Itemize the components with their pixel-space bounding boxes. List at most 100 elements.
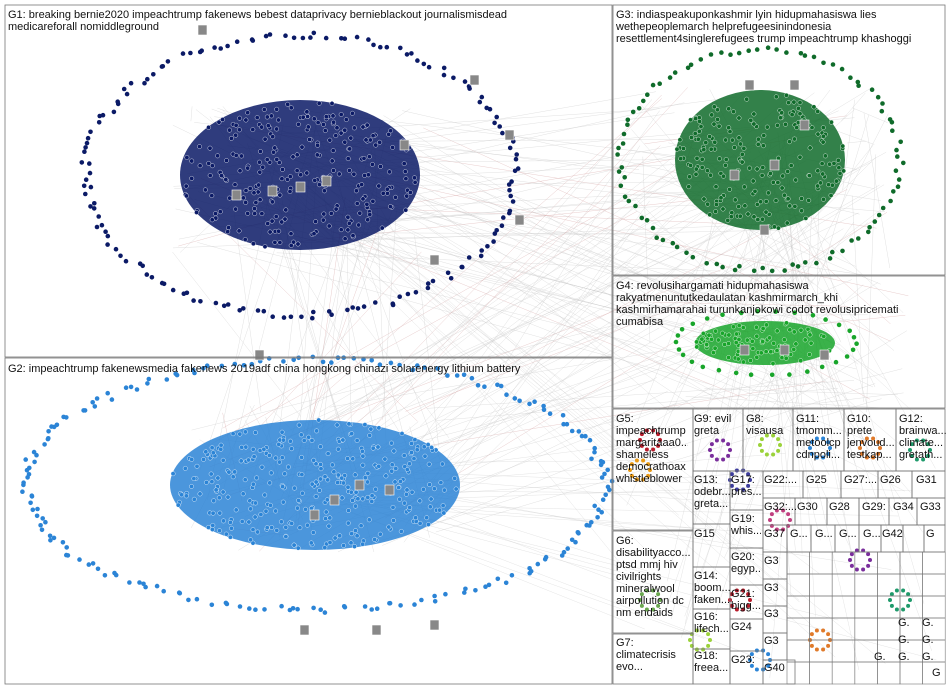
- g2-ring-node: [288, 608, 293, 613]
- g1-node: [388, 204, 392, 208]
- small-group-node: [810, 440, 814, 444]
- small-group-node: [721, 439, 725, 443]
- g1-node: [370, 162, 374, 166]
- g1-node: [356, 223, 360, 227]
- g1-node: [366, 218, 370, 222]
- g2-node: [274, 456, 278, 460]
- g3-ring-node: [640, 216, 645, 221]
- g2-node: [418, 521, 422, 525]
- g4-node: [722, 342, 726, 346]
- vertex-image: [430, 620, 439, 630]
- g4-node: [809, 341, 813, 345]
- g1-ring-node: [478, 100, 483, 105]
- g2-ring-node: [375, 606, 380, 611]
- g2-node: [326, 451, 330, 455]
- small-group-node: [928, 448, 932, 452]
- small-group-node: [750, 664, 754, 668]
- g2-ring-node: [40, 516, 45, 521]
- g2-node: [361, 454, 365, 458]
- group-box: [924, 525, 945, 552]
- g2-node: [314, 494, 318, 498]
- g3-node: [821, 140, 825, 144]
- g4-ring-node: [820, 365, 825, 370]
- g3-node: [689, 135, 693, 139]
- g3-ring-node: [898, 140, 903, 145]
- g1-node: [377, 184, 381, 188]
- g2-node: [211, 451, 215, 455]
- g2-node: [289, 447, 293, 451]
- small-group-node: [778, 443, 782, 447]
- group-box: [730, 651, 763, 684]
- g1-node: [215, 154, 219, 158]
- g4-ring-node: [734, 371, 739, 376]
- g1-ring-node: [283, 33, 288, 38]
- g3-node: [712, 105, 716, 109]
- g1-node: [246, 166, 250, 170]
- g1-ring-node: [446, 271, 451, 276]
- g1-ring-node: [289, 315, 294, 320]
- g3-node: [723, 138, 727, 142]
- g2-node: [228, 535, 232, 539]
- small-group-node: [781, 509, 785, 513]
- g2-node: [347, 422, 351, 426]
- small-group-node: [876, 452, 880, 456]
- g2-node: [284, 525, 288, 529]
- g2-node: [440, 462, 444, 466]
- g1-ring-node: [88, 204, 93, 209]
- small-group-node: [765, 434, 769, 438]
- g3-node: [804, 216, 808, 220]
- g3-ring-node: [626, 118, 631, 123]
- g1-node: [273, 146, 277, 150]
- g2-ring-node: [419, 598, 424, 603]
- g3-node: [713, 209, 717, 213]
- small-group-node: [815, 456, 819, 460]
- g3-node: [693, 116, 697, 120]
- g1-node: [288, 174, 292, 178]
- vertex-image: [740, 345, 749, 355]
- g3-node: [792, 100, 796, 104]
- g2-ring-node: [565, 422, 570, 427]
- g1-ring-node: [151, 72, 156, 77]
- g2-node: [356, 497, 360, 501]
- g2-ring-node: [462, 590, 467, 595]
- g1-ring-node: [226, 302, 231, 307]
- g2-ring-node: [432, 594, 437, 599]
- g1-ring-node: [225, 44, 230, 49]
- small-group-node: [890, 592, 894, 596]
- g2-node: [295, 506, 299, 510]
- g3-ring-node: [704, 261, 709, 266]
- small-group-node: [908, 598, 912, 602]
- g2-node: [346, 508, 350, 512]
- g2-node: [219, 443, 223, 447]
- g3-ring-node: [728, 52, 733, 57]
- small-group-node: [701, 648, 705, 652]
- g2-node: [227, 470, 231, 474]
- g2-node: [318, 477, 322, 481]
- g1-node: [266, 124, 270, 128]
- g2-node: [292, 543, 296, 547]
- g1-ring-node: [345, 308, 350, 313]
- g4-node: [764, 323, 768, 327]
- g1-ring-node: [493, 231, 498, 236]
- g4-node: [788, 328, 792, 332]
- g1-ring-node: [463, 79, 468, 84]
- g3-ring-node: [633, 204, 638, 209]
- g2-node: [238, 432, 242, 436]
- g1-node: [278, 193, 282, 197]
- vertex-image: [310, 510, 319, 520]
- g3-node: [700, 165, 704, 169]
- g1-node: [198, 164, 202, 168]
- g3-ring-node: [637, 106, 642, 111]
- g1-node: [295, 168, 299, 172]
- g1-node: [184, 184, 188, 188]
- g4-node: [734, 332, 738, 336]
- g3-node: [678, 138, 682, 142]
- g4-node: [701, 331, 705, 335]
- g1-node: [243, 237, 247, 241]
- g2-node: [340, 496, 344, 500]
- small-group-node: [735, 589, 739, 593]
- g2-node: [296, 546, 300, 550]
- g1-ring-node: [508, 194, 513, 199]
- g3-ring-node: [733, 268, 738, 273]
- g1-ring-node: [308, 35, 313, 40]
